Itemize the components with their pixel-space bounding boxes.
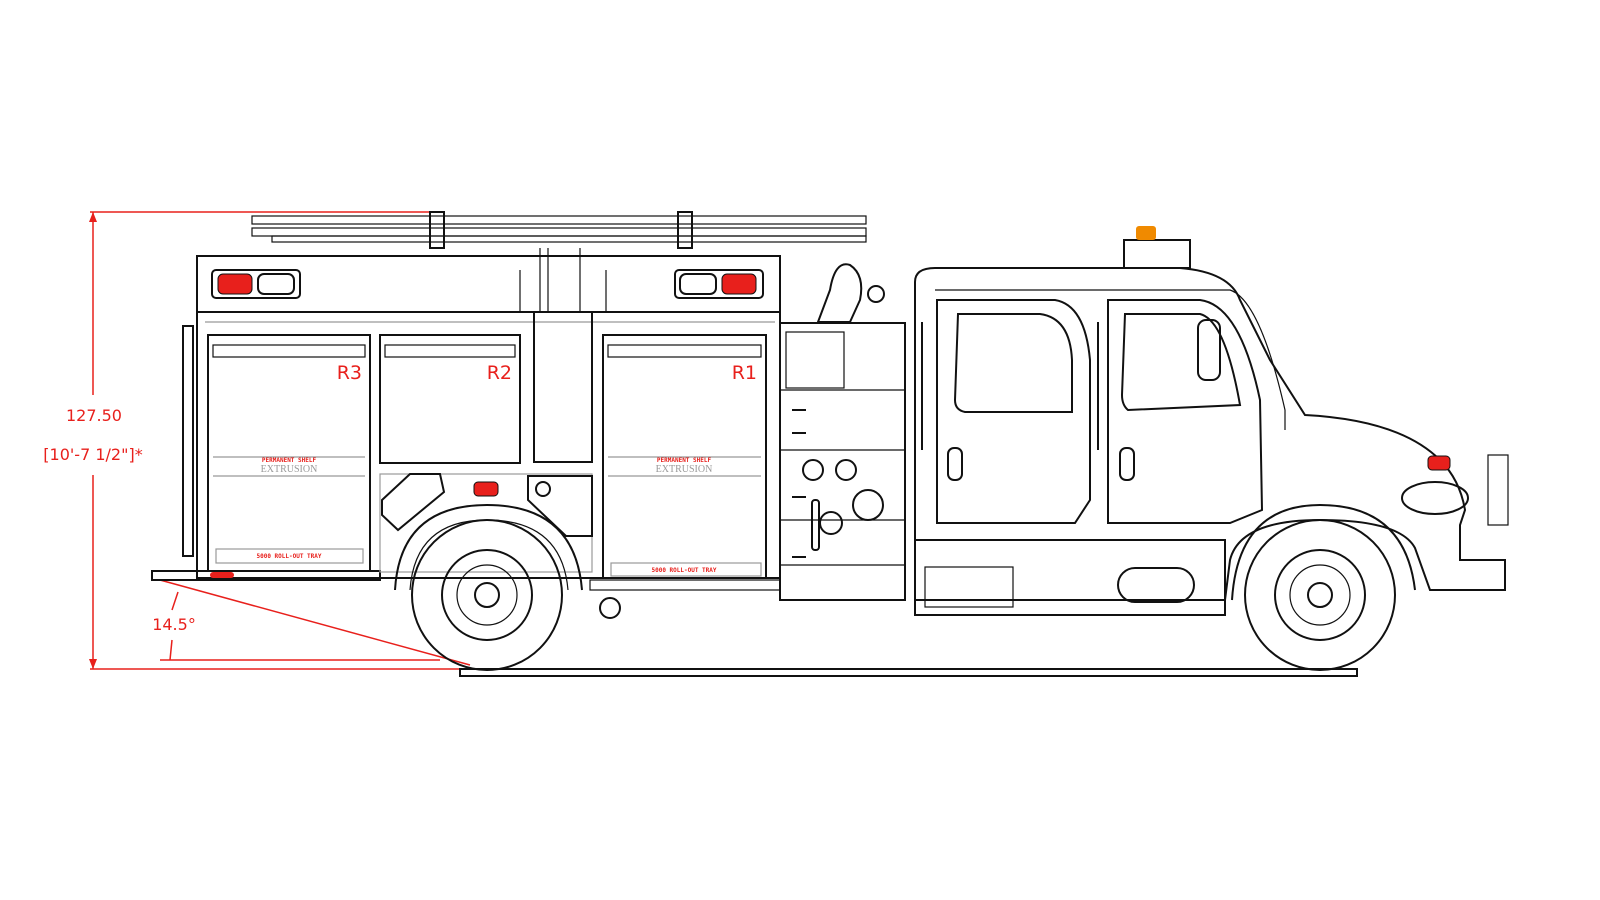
height-dimension: 127.50 [10'-7 1/2"]* bbox=[43, 211, 470, 670]
compartment-label: R3 bbox=[337, 362, 362, 384]
rear-wheel bbox=[411, 519, 563, 671]
overall-height-feet: [10'-7 1/2"]* bbox=[43, 445, 142, 464]
overall-height-value: 127.50 bbox=[66, 406, 122, 425]
front-wheel bbox=[1244, 519, 1396, 671]
tray-label: 5000 ROLL-OUT TRAY bbox=[651, 567, 716, 574]
gauge-icon bbox=[835, 459, 857, 481]
compartment-label: R2 bbox=[487, 362, 512, 384]
shelf-label: PERMANENT SHELF bbox=[262, 457, 317, 464]
compartment-label: R1 bbox=[732, 362, 757, 384]
beacon-light bbox=[1136, 226, 1156, 240]
departure-angle-value: 14.5° bbox=[152, 615, 196, 634]
cab bbox=[914, 226, 1509, 616]
shelf-label: PERMANENT SHELF bbox=[657, 457, 712, 464]
valve-handle-icon[interactable] bbox=[852, 489, 884, 521]
pump-panel bbox=[779, 263, 906, 601]
extrusion-label: EXTRUSION bbox=[656, 464, 713, 475]
valve-handle-icon[interactable] bbox=[819, 511, 843, 535]
ladder bbox=[251, 211, 867, 312]
compartment-r2[interactable]: R2 bbox=[379, 334, 521, 464]
compartment-r3[interactable]: R3 PERMANENT SHELF EXTRUSION 5000 ROLL-O… bbox=[207, 334, 371, 572]
tray-label: 5000 ROLL-OUT TRAY bbox=[256, 553, 321, 560]
extrusion-label: EXTRUSION bbox=[261, 464, 318, 475]
gauge-icon bbox=[802, 459, 824, 481]
compartment-r1[interactable]: R1 PERMANENT SHELF EXTRUSION 5000 ROLL-O… bbox=[602, 334, 767, 579]
rear-body bbox=[151, 255, 781, 619]
departure-angle-dimension: 14.5° bbox=[152, 579, 471, 666]
ground-line bbox=[459, 668, 1358, 677]
